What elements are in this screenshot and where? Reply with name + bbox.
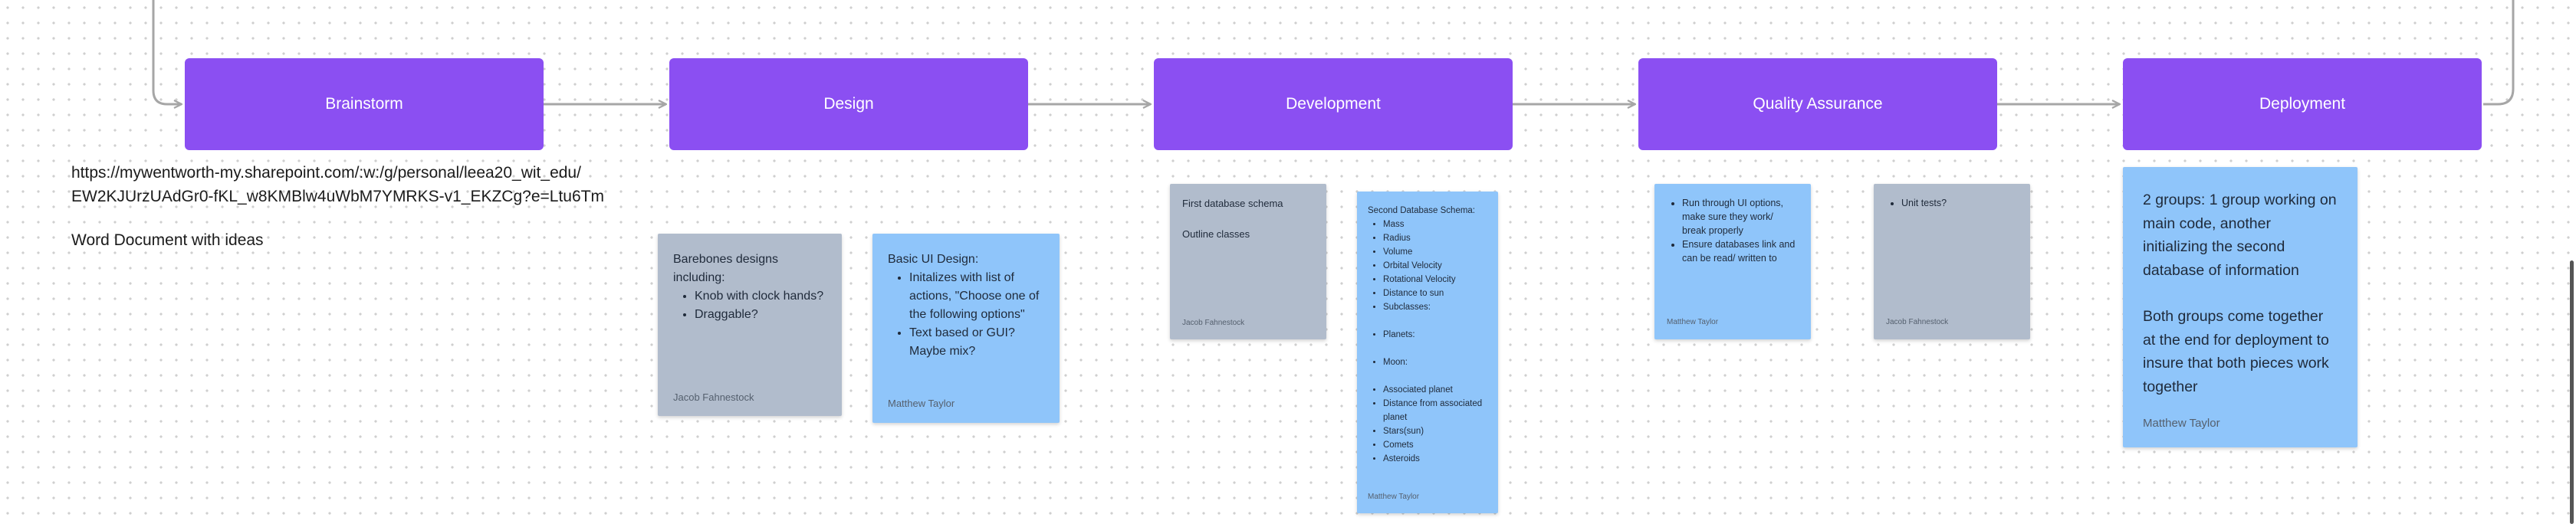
list-item: [1383, 314, 1487, 328]
note-list: Initalizes with list of actions, "Choose…: [888, 269, 1044, 361]
sticky-note-first-schema[interactable]: First database schema Outline classes Ja…: [1170, 184, 1326, 339]
note-author: Matthew Taylor: [2143, 417, 2220, 430]
sticky-note-unit-tests[interactable]: Unit tests? Jacob Fahnestock: [1874, 184, 2030, 339]
list-item: Associated planet: [1383, 383, 1487, 397]
note-list: Knob with clock hands? Draggable?: [673, 287, 826, 324]
sticky-note-second-schema[interactable]: Second Database Schema: Mass Radius Volu…: [1357, 192, 1498, 513]
sticky-note-ui-design[interactable]: Basic UI Design: Initalizes with list of…: [872, 234, 1060, 423]
list-item: Ensure databases link and can be read/ w…: [1682, 237, 1799, 265]
connector-loop-in: [152, 0, 182, 104]
stage-label: Brainstorm: [325, 95, 403, 113]
list-item: Distance to sun: [1383, 287, 1487, 300]
list-item: Rotational Velocity: [1383, 273, 1487, 287]
stage-label: Design: [823, 95, 874, 113]
list-item: Orbital Velocity: [1383, 259, 1487, 273]
stage-deployment[interactable]: Deployment: [2123, 58, 2482, 150]
sticky-note-barebones[interactable]: Barebones designs including: Knob with c…: [658, 234, 842, 416]
stage-brainstorm[interactable]: Brainstorm: [185, 58, 544, 150]
list-item: [1383, 369, 1487, 383]
sticky-note-deployment[interactable]: 2 groups: 1 group working on main code, …: [2123, 167, 2358, 447]
note-author: Matthew Taylor: [1368, 493, 1420, 501]
list-item: Draggable?: [695, 306, 826, 324]
stage-design[interactable]: Design: [669, 58, 1028, 150]
list-item: Initalizes with list of actions, "Choose…: [909, 269, 1044, 324]
note-author: Matthew Taylor: [888, 398, 955, 409]
note-paragraph: Both groups come together at the end for…: [2143, 308, 2329, 395]
note-author: Jacob Fahnestock: [1182, 319, 1245, 327]
stage-development[interactable]: Development: [1154, 58, 1513, 150]
list-item: Run through UI options, make sure they w…: [1682, 196, 1799, 237]
link-line-2: EW2KJUrzUAdGr0-fKL_w8KMBlw4uWbM7YMRKS-v1…: [71, 188, 604, 205]
link-line-1: https://mywentworth-my.sharepoint.com/:w…: [71, 164, 581, 182]
list-item: Mass: [1383, 218, 1487, 231]
note-line: Outline classes: [1182, 228, 1250, 240]
note-intro: Basic UI Design:: [888, 253, 979, 266]
document-link[interactable]: https://mywentworth-my.sharepoint.com/:w…: [71, 161, 604, 208]
document-caption: Word Document with ideas: [71, 231, 264, 249]
list-item: Radius: [1383, 231, 1487, 245]
list-item: Asteroids: [1383, 452, 1487, 466]
list-item: Moon:: [1383, 355, 1487, 369]
note-intro: Barebones designs including:: [673, 253, 778, 284]
list-item: Knob with clock hands?: [695, 287, 826, 306]
note-paragraph: 2 groups: 1 group working on main code, …: [2143, 192, 2337, 279]
note-line: First database schema: [1182, 198, 1283, 209]
sticky-note-qa-run[interactable]: Run through UI options, make sure they w…: [1654, 184, 1811, 339]
note-list: Mass Radius Volume Orbital Velocity Rota…: [1368, 218, 1487, 466]
stage-label: Development: [1286, 95, 1381, 113]
note-intro: Second Database Schema:: [1368, 206, 1476, 215]
note-list: Unit tests?: [1886, 196, 2018, 210]
stage-label: Deployment: [2259, 95, 2346, 113]
list-item: Distance from associated planet: [1383, 397, 1487, 424]
note-author: Matthew Taylor: [1667, 318, 1719, 326]
list-item: Comets: [1383, 438, 1487, 452]
connector-loop-out: [2483, 0, 2515, 106]
list-item: Planets:: [1383, 328, 1487, 342]
list-item: Volume: [1383, 245, 1487, 259]
note-list: Run through UI options, make sure they w…: [1667, 196, 1799, 265]
list-item: [1383, 342, 1487, 355]
note-author: Jacob Fahnestock: [1886, 318, 1949, 326]
note-author: Jacob Fahnestock: [673, 391, 754, 403]
vertical-scrollbar[interactable]: [2570, 260, 2574, 524]
stage-label: Quality Assurance: [1753, 95, 1883, 113]
list-item: Unit tests?: [1901, 196, 2018, 210]
list-item: Stars(sun): [1383, 424, 1487, 438]
list-item: Subclasses:: [1383, 300, 1487, 314]
list-item: Text based or GUI? Maybe mix?: [909, 324, 1044, 361]
stage-quality-assurance[interactable]: Quality Assurance: [1638, 58, 1997, 150]
